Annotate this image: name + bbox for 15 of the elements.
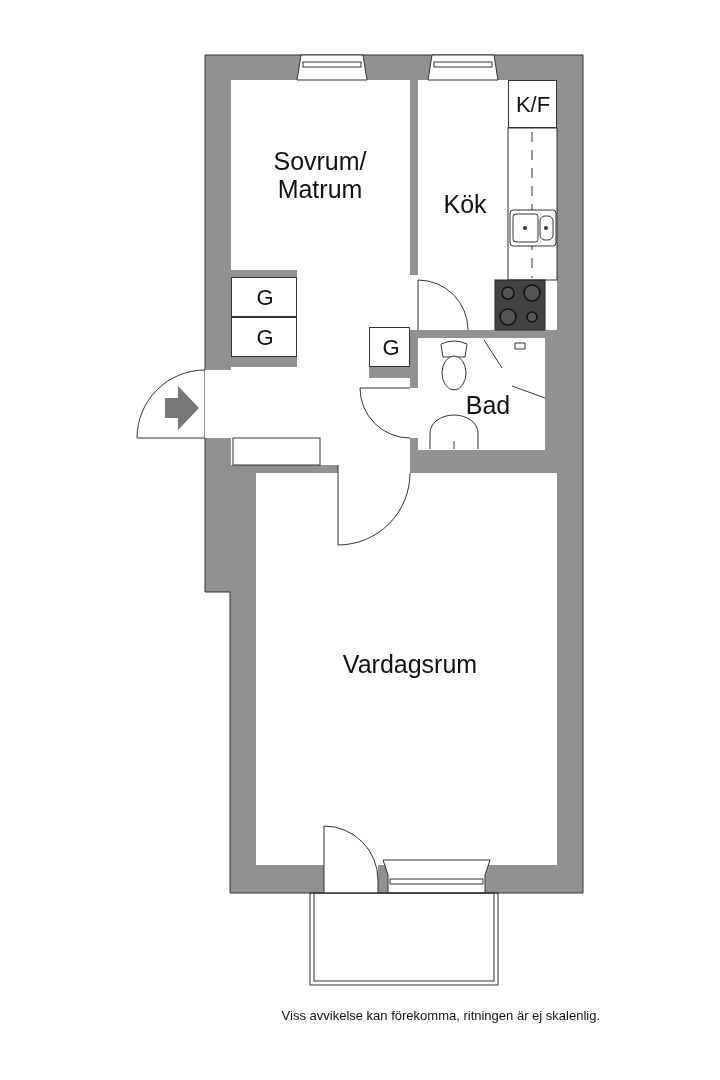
wardrobe-label: G [256, 325, 274, 351]
cabinet-label: K/F [515, 92, 551, 118]
caption: Viss avvikelse kan förekomma, ritningen är ej skalenlig. [280, 1008, 600, 1023]
wardrobe [369, 327, 410, 367]
room-label: Bad [465, 392, 511, 420]
wardrobe [231, 277, 297, 317]
wardrobe-label: G [256, 285, 274, 311]
fridge-freezer-cabinet [508, 80, 557, 128]
wardrobe [231, 317, 297, 357]
room-label: Sovrum/ Matrum [272, 147, 368, 203]
room-area [256, 473, 557, 865]
room-label: Kök [443, 191, 487, 219]
room-label: Vardagsrum [342, 651, 478, 679]
wardrobe-label: G [382, 335, 400, 361]
room-area [231, 80, 410, 270]
